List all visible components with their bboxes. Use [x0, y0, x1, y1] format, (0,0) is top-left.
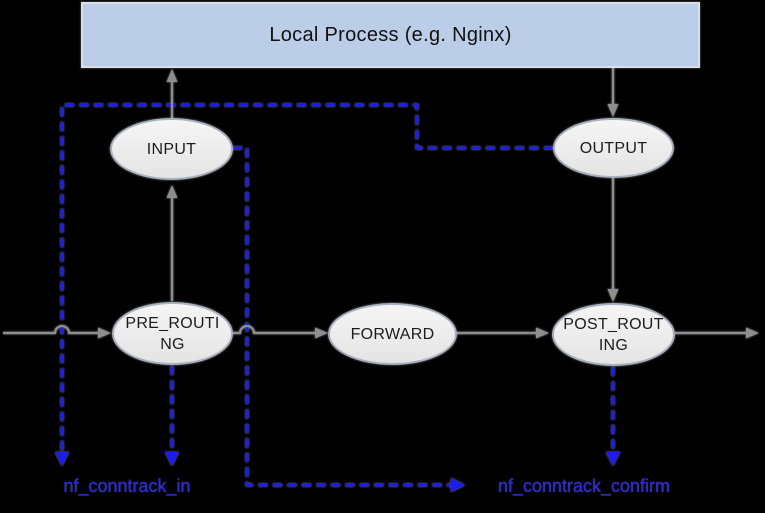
- packet-flow-connectors: [3, 68, 759, 339]
- chain-node-post-routing-label-line1: POST_ROUT: [563, 315, 664, 333]
- chain-node-post-routing-label-line2: ING: [598, 336, 629, 354]
- arrowhead-down-conntrack-in-right: [165, 452, 179, 466]
- arrowhead-into-postrouting: [536, 327, 549, 339]
- nf-conntrack-in-label: nf_conntrack_in: [63, 476, 191, 496]
- arrowhead-into-forward: [315, 327, 328, 339]
- arrowhead-into-process: [166, 69, 178, 82]
- arrowhead-down-conntrack-in-left: [55, 452, 69, 466]
- local-process-label: Local Process (e.g. Nginx): [269, 23, 512, 46]
- chain-node-forward-label: FORWARD: [350, 325, 435, 343]
- chain-node-pre-routing-label-line1: PRE_ROUTI: [125, 314, 220, 332]
- flow-line-prerouting-to-forward: [233, 324, 316, 335]
- conntrack-dashed-paths: [55, 103, 620, 492]
- flow-line-inbound-to-prerouting: [3, 324, 99, 335]
- chain-node-pre-routing-label-line2: NG: [160, 335, 185, 353]
- dashed-path-output-to-conntrack-in: [60, 103, 553, 453]
- arrowhead-into-input: [166, 185, 178, 198]
- dashed-path-input-to-conntrack-confirm: [233, 146, 452, 487]
- chain-node-output-label: OUTPUT: [579, 139, 648, 157]
- chain-node-output: OUTPUT: [553, 118, 674, 178]
- chain-node-forward: FORWARD: [328, 303, 457, 365]
- arrowhead-outbound-right: [746, 327, 759, 339]
- arrowhead-down-conntrack-confirm: [606, 452, 620, 466]
- local-process-box: Local Process (e.g. Nginx): [81, 2, 700, 68]
- arrowhead-right-conntrack-confirm: [451, 478, 465, 492]
- chain-node-post-routing: POST_ROUT ING: [552, 303, 675, 366]
- chain-node-pre-routing: PRE_ROUTI NG: [112, 302, 233, 365]
- chain-node-input: INPUT: [110, 118, 233, 180]
- arrowhead-output-into-postrouting: [607, 289, 619, 302]
- nf-conntrack-confirm-label: nf_conntrack_confirm: [497, 476, 671, 496]
- arrowhead-into-prerouting: [98, 327, 111, 339]
- chain-node-input-label: INPUT: [146, 140, 197, 158]
- arrowhead-into-output: [607, 104, 619, 117]
